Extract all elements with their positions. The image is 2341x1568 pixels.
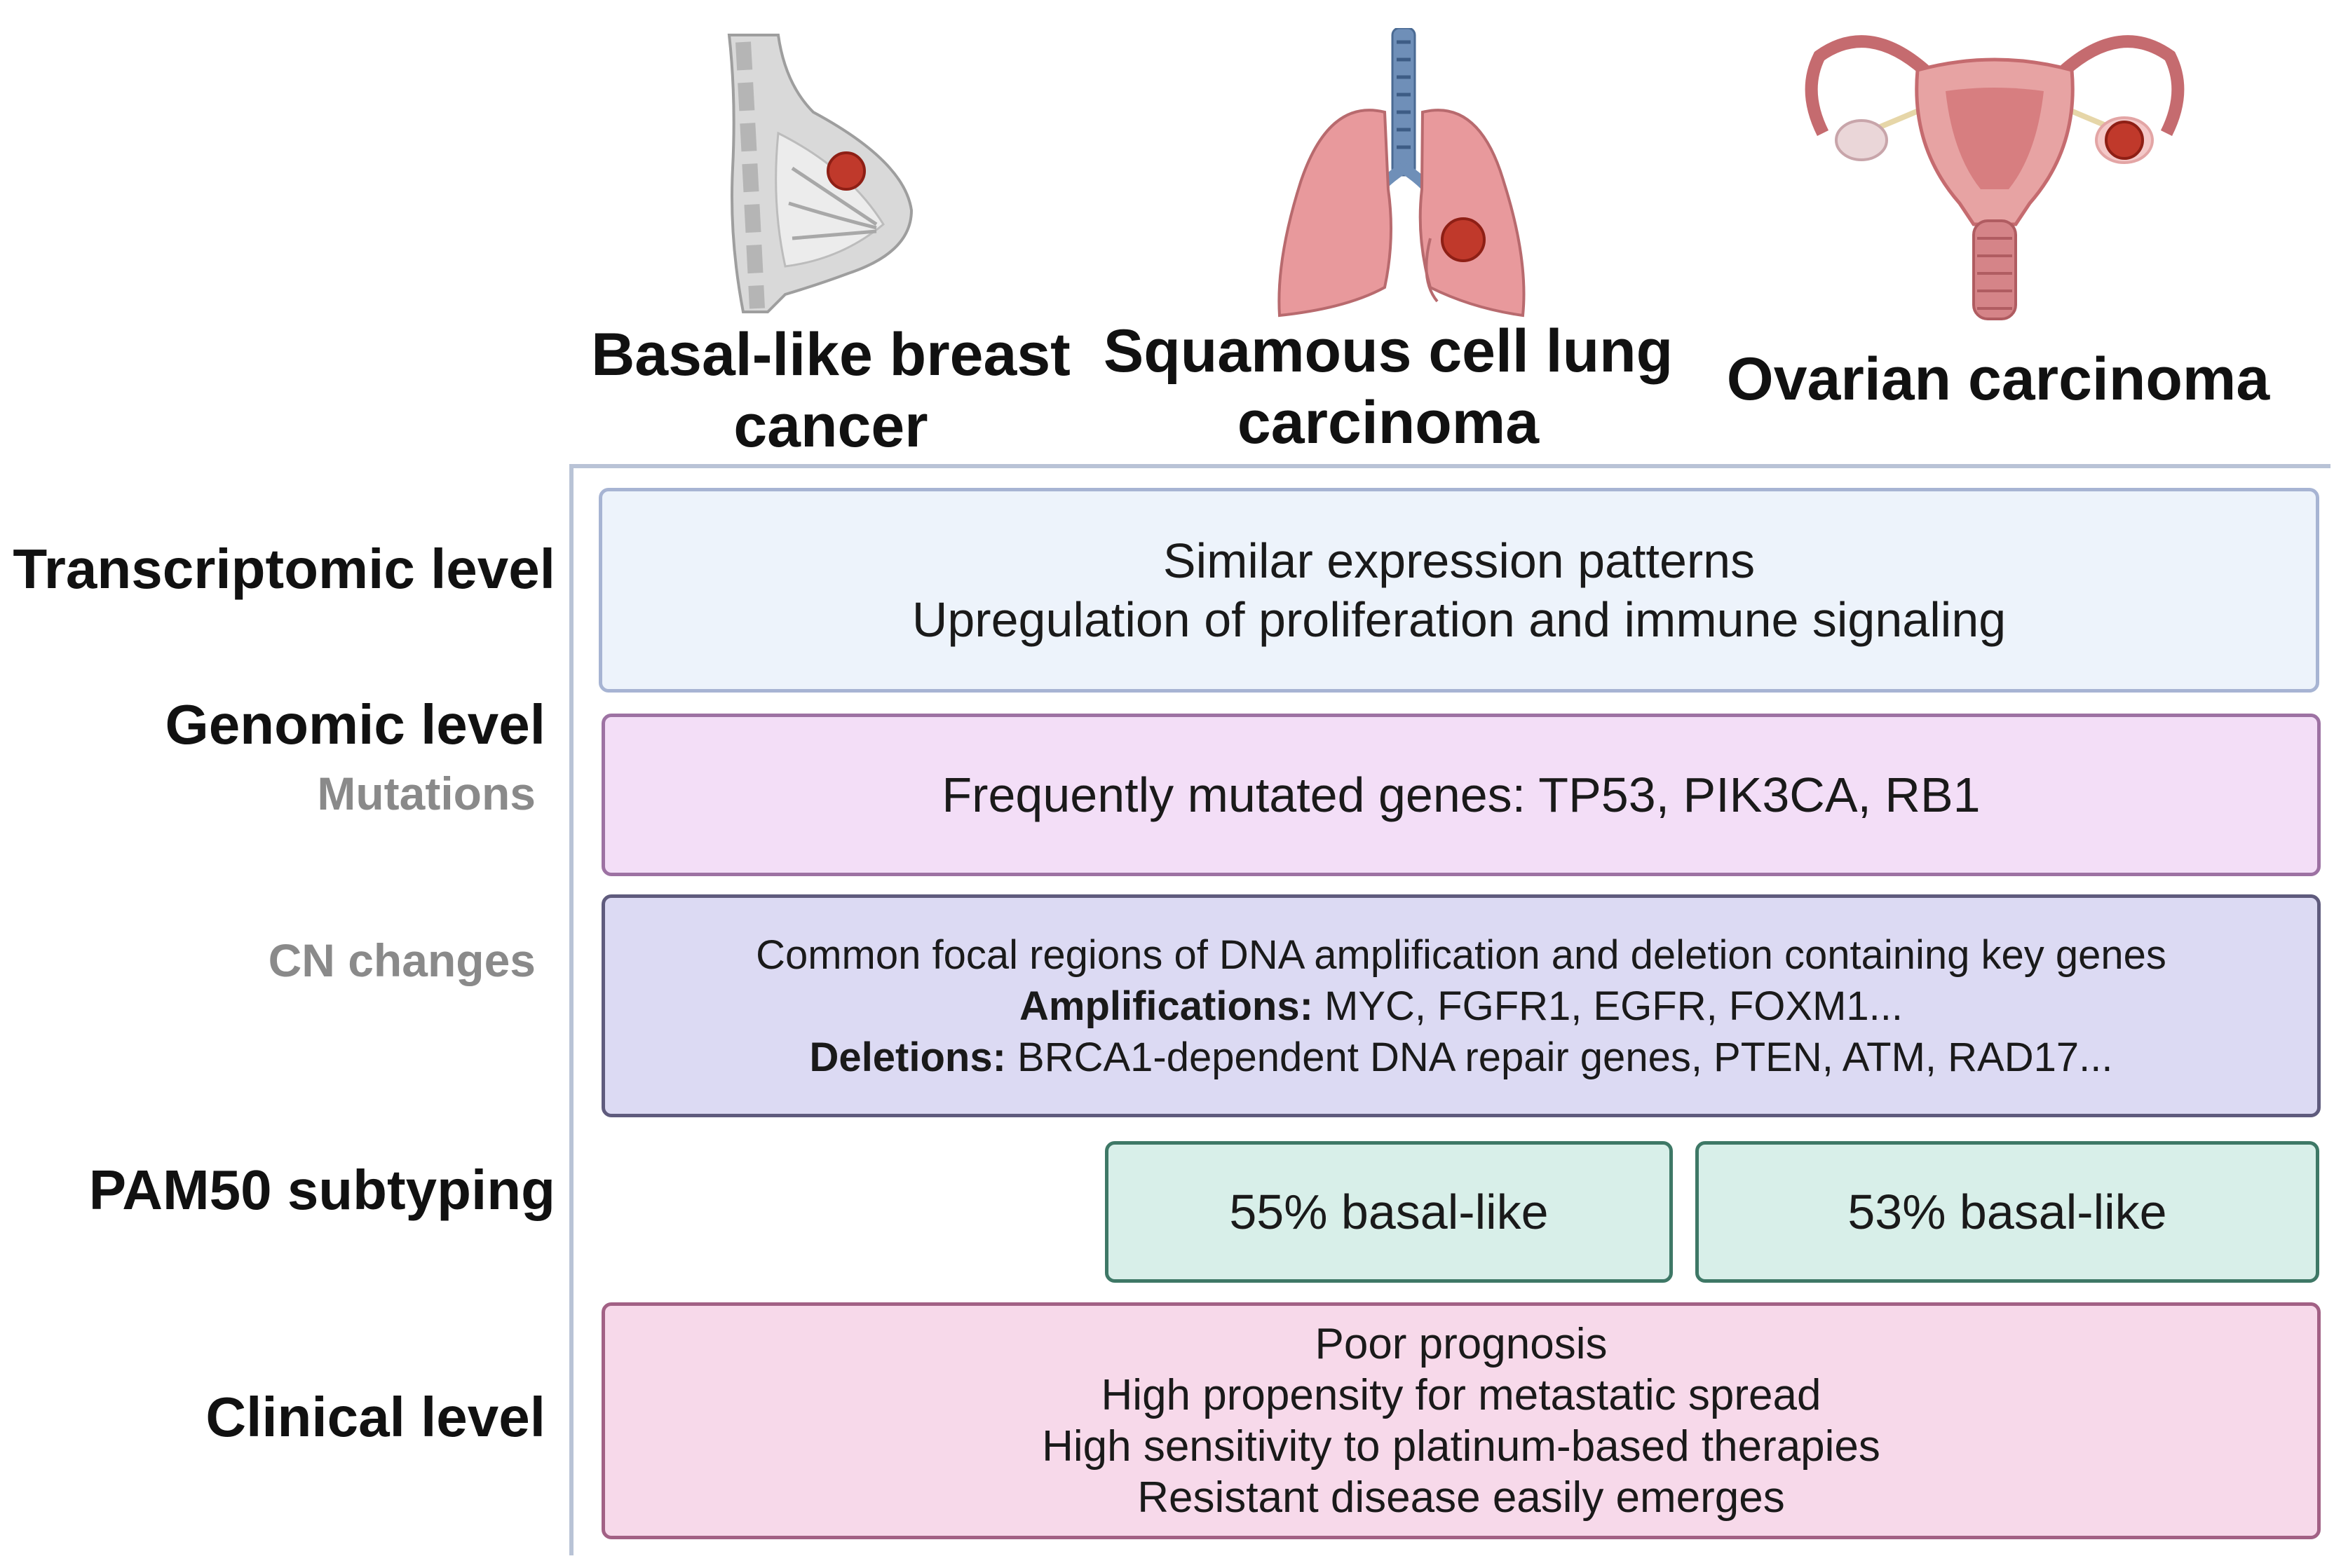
box-line: 53% basal-like: [1847, 1185, 2167, 1239]
box-line: High propensity for metastatic spread: [1101, 1371, 1821, 1419]
box-line: Upregulation of proliferation and immune…: [911, 592, 2007, 647]
row-label-pam50: PAM50 subtyping: [88, 1159, 555, 1221]
box-line: Common focal regions of DNA amplificatio…: [756, 932, 2166, 978]
breast-tumor-icon: [727, 34, 914, 313]
row-label-genomic: Genomic level: [165, 693, 545, 756]
row-label-transcriptomic: Transcriptomic level: [13, 538, 555, 600]
cancer-title-line: cancer: [733, 393, 928, 460]
transcriptomic-box: Similar expression patterns Upregulation…: [599, 488, 2319, 693]
pam50-ovarian-box: 53% basal-like: [1695, 1141, 2319, 1283]
amplifications-line: Amplifications: MYC, FGFR1, EGFR, FOXM1.…: [1019, 981, 1903, 1032]
box-line: High sensitivity to platinum-based thera…: [1042, 1422, 1880, 1471]
cancer-title-breast: Basal-like breast cancer: [582, 319, 1080, 462]
deletions-label: Deletions:: [809, 1034, 1006, 1080]
box-line: Poor prognosis: [1315, 1320, 1608, 1368]
box-line: Frequently mutated genes: TP53, PIK3CA, …: [942, 768, 1981, 822]
clinical-box: Poor prognosis High propensity for metas…: [602, 1302, 2321, 1539]
cancer-title-line: Squamous cell lung: [1103, 318, 1674, 385]
mutations-box: Frequently mutated genes: TP53, PIK3CA, …: [602, 714, 2321, 876]
box-line: 55% basal-like: [1229, 1185, 1549, 1239]
uterus-ovaries-tumor-icon: [1805, 35, 2185, 320]
cancer-title-lung: Squamous cell lung carcinoma: [1097, 315, 1679, 458]
lungs-tumor-icon: [1277, 28, 1526, 318]
row-label-mutations: Mutations: [317, 768, 536, 819]
header-divider: [569, 464, 2330, 468]
pam50-lung-box: 55% basal-like: [1105, 1141, 1673, 1283]
deletions-text: BRCA1-dependent DNA repair genes, PTEN, …: [1005, 1034, 2113, 1080]
cancer-title-line: Ovarian carcinoma: [1726, 346, 2270, 413]
box-line: Similar expression patterns: [1162, 533, 1756, 588]
amplifications-label: Amplifications:: [1019, 983, 1313, 1029]
cancer-title-ovarian: Ovarian carcinoma: [1704, 343, 2293, 415]
box-line: Resistant disease easily emerges: [1137, 1473, 1785, 1522]
row-label-clinical: Clinical level: [205, 1386, 545, 1448]
deletions-line: Deletions: BRCA1-dependent DNA repair ge…: [810, 1032, 2113, 1083]
cancer-title-line: carcinoma: [1237, 389, 1540, 456]
row-divider: [569, 467, 574, 1555]
cn-changes-box: Common focal regions of DNA amplificatio…: [602, 894, 2321, 1117]
cancer-title-line: Basal-like breast: [591, 321, 1071, 388]
row-label-cn-changes: CN changes: [268, 934, 536, 986]
amplifications-text: MYC, FGFR1, EGFR, FOXM1...: [1312, 983, 1903, 1029]
